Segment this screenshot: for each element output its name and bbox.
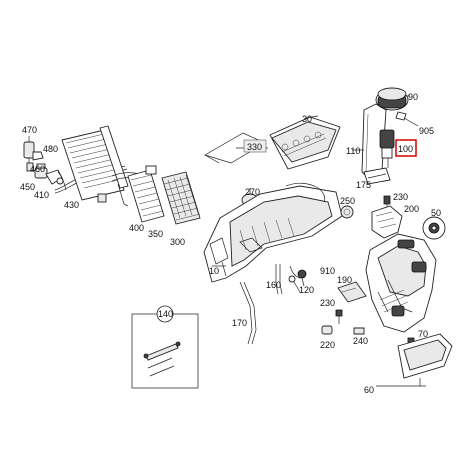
label-170[interactable]: 170 (232, 318, 247, 328)
label-60[interactable]: 60 (364, 385, 374, 395)
part-450-valve[interactable] (34, 163, 48, 179)
part-330-wiring[interactable] (204, 132, 268, 164)
label-90[interactable]: 90 (408, 92, 418, 102)
part-160-hose[interactable] (275, 264, 283, 295)
label-70[interactable]: 70 (418, 329, 428, 339)
label-410[interactable]: 410 (34, 190, 49, 200)
label-250[interactable]: 250 (340, 196, 355, 206)
label-50[interactable]: 50 (431, 208, 441, 218)
label-300[interactable]: 300 (170, 237, 185, 247)
part-90-blower-motor[interactable] (375, 87, 410, 111)
label-160[interactable]: 160 (266, 280, 281, 290)
label-910[interactable]: 910 (320, 266, 335, 276)
label-10[interactable]: 10 (209, 266, 219, 276)
label-175[interactable]: 175 (356, 180, 371, 190)
part-190-flap[interactable] (337, 281, 367, 303)
part-400-heater-core[interactable] (61, 125, 129, 201)
inset-140-box (131, 313, 199, 389)
part-250-cap[interactable] (340, 205, 354, 219)
label-30[interactable]: 30 (302, 114, 312, 124)
label-400[interactable]: 400 (129, 223, 144, 233)
label-470[interactable]: 470 (22, 125, 37, 135)
part-470-sensor[interactable] (23, 136, 35, 164)
label-480[interactable]: 480 (43, 144, 58, 154)
label-330[interactable]: 330 (247, 142, 262, 152)
label-230-bottom[interactable]: 230 (320, 298, 335, 308)
label-270[interactable]: 270 (245, 187, 260, 197)
part-910-connector[interactable] (289, 265, 307, 287)
part-200-lever[interactable] (371, 205, 403, 239)
part-50-actuator-gear[interactable] (422, 216, 446, 240)
label-450[interactable]: 450 (20, 182, 35, 192)
part-350-evaporator[interactable] (127, 165, 165, 223)
label-430[interactable]: 430 (64, 200, 79, 210)
label-140: 140 (158, 309, 173, 319)
part-120-sensor[interactable] (288, 275, 301, 293)
part-905-clip[interactable] (395, 111, 419, 127)
label-110[interactable]: 110 (346, 146, 360, 156)
label-460[interactable]: 460 (30, 164, 45, 174)
label-190[interactable]: 190 (337, 275, 352, 285)
part-240-clip[interactable] (353, 327, 365, 335)
part-60-bracket-lower[interactable] (397, 333, 453, 379)
part-100-resistor[interactable] (379, 129, 395, 168)
highlight-box-100 (395, 139, 417, 157)
part-220-clip[interactable] (321, 325, 333, 335)
label-350[interactable]: 350 (148, 229, 163, 239)
part-460-plug[interactable] (26, 162, 34, 172)
part-300-filter[interactable] (161, 171, 201, 225)
part-60-distribution-housing[interactable] (365, 233, 437, 333)
label-200[interactable]: 200 (404, 204, 419, 214)
part-170-drain-hose[interactable] (239, 281, 257, 345)
label-220[interactable]: 220 (320, 340, 335, 350)
part-480-clip[interactable] (32, 151, 44, 161)
part-30-control-unit[interactable] (269, 115, 341, 170)
label-100[interactable]: 100 (398, 144, 413, 154)
label-120[interactable]: 120 (299, 285, 314, 295)
label-905[interactable]: 905 (419, 126, 434, 136)
label-240[interactable]: 240 (353, 336, 368, 346)
part-230-screw-bottom[interactable] (335, 309, 343, 324)
part-10-main-housing[interactable] (203, 182, 343, 283)
label-230-top[interactable]: 230 (393, 192, 408, 202)
part-175-bracket[interactable] (363, 167, 391, 185)
callout-140[interactable] (156, 305, 174, 323)
